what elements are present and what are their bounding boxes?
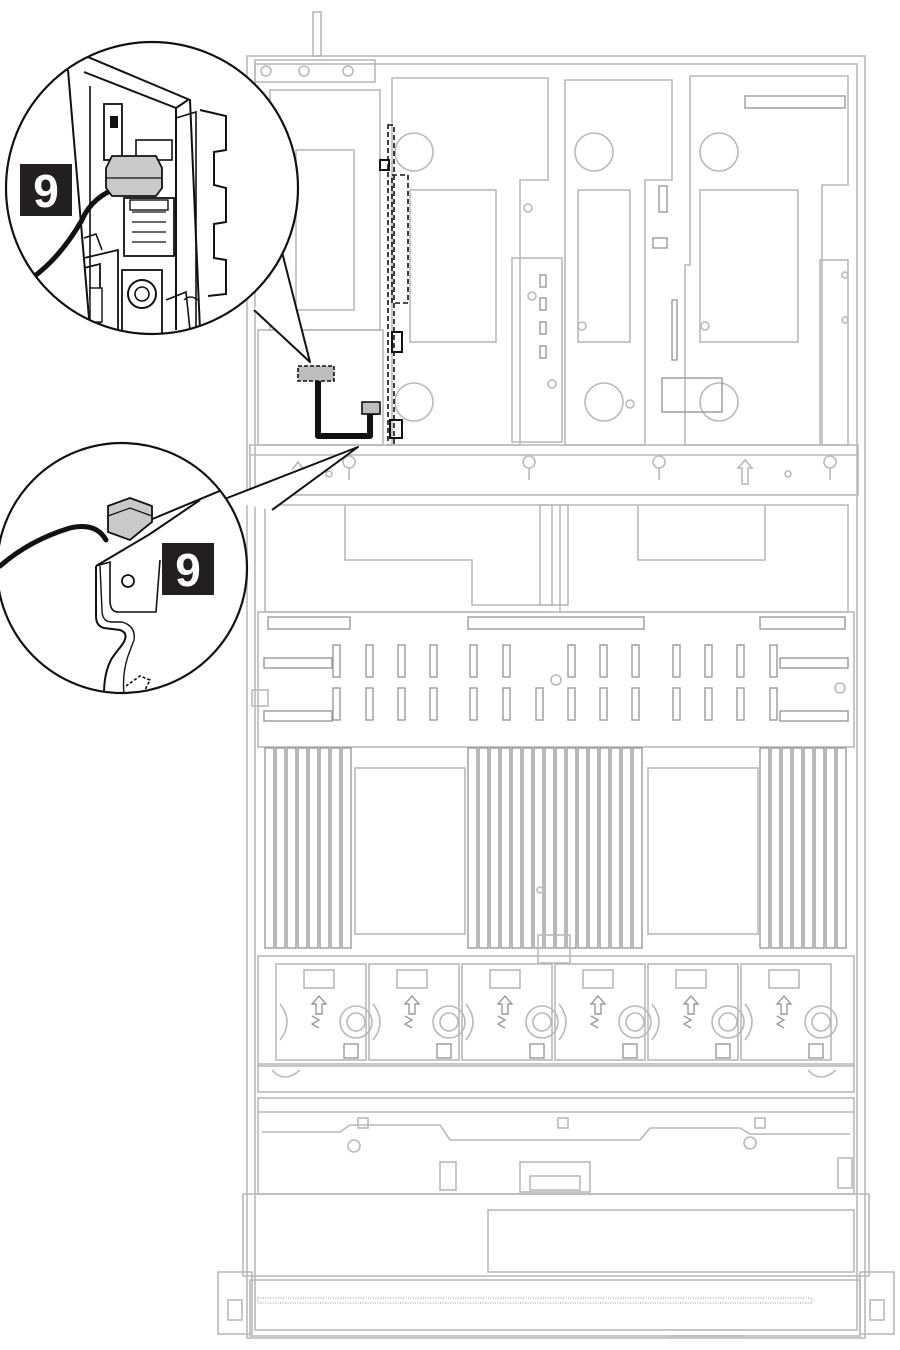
dimm-slot: [781, 747, 792, 949]
dimm-slot: [544, 747, 555, 949]
detail-connector-bottom: [107, 497, 153, 542]
dimm-slot: [836, 747, 847, 949]
dimm-slot: [792, 747, 803, 949]
dimm-slot: [286, 747, 297, 949]
cable-connector-source: [297, 365, 335, 382]
fan-module: [554, 963, 652, 1061]
dimm-slot: [341, 747, 352, 949]
dimm-slot: [566, 747, 577, 949]
fan-modules: [275, 963, 838, 1061]
callout-leaders: [221, 251, 359, 511]
front-drive-bay: [217, 1097, 895, 1337]
riser-crossbar: [249, 444, 859, 496]
cable-route: [297, 365, 381, 439]
riser-1-connectors: [539, 274, 547, 359]
processor-heatsink-area: [264, 504, 849, 613]
dimm-slot: [319, 747, 330, 949]
memory-module-area: [264, 747, 847, 964]
dimm-slot: [275, 747, 286, 949]
step-badge-bottom: 9: [162, 543, 214, 596]
pcie-slots-lower: [332, 687, 778, 721]
dimm-slots-right: [759, 747, 847, 949]
dimm-slot: [803, 747, 814, 949]
fan-module: [461, 963, 559, 1061]
dimm-slot: [759, 747, 770, 949]
detail-callout-bottom: [0, 441, 249, 695]
detail-cable-bottom: [0, 524, 109, 569]
riser-cage-1: [391, 77, 563, 446]
riser-cage-2: [564, 79, 673, 446]
pcie-slot-area: [251, 611, 855, 748]
dimm-slot: [511, 747, 522, 949]
dimm-slot: [588, 747, 599, 949]
server-chassis: [246, 11, 866, 1339]
cable-connector-target: [361, 401, 381, 415]
dimm-slot: [533, 747, 544, 949]
dimm-slot: [478, 747, 489, 949]
dimm-slot: [770, 747, 781, 949]
riser-bracket-dashed: [379, 124, 409, 446]
dimm-slot: [489, 747, 500, 949]
dimm-slots-left: [264, 747, 352, 949]
dimm-slot: [308, 747, 319, 949]
fan-module: [368, 963, 466, 1061]
fan-module: [275, 963, 373, 1061]
step-number-top: 9: [33, 165, 59, 217]
detail-callout-top: [4, 40, 300, 336]
system-fan-cage: [257, 955, 855, 1093]
fan-module: [647, 963, 745, 1061]
dimm-slot: [577, 747, 588, 949]
dimm-slot: [500, 747, 511, 949]
dimm-slot: [467, 747, 478, 949]
detail-cable-top: [6, 183, 125, 295]
dimm-slot: [621, 747, 632, 949]
dimm-slot: [814, 747, 825, 949]
dimm-slot: [297, 747, 308, 949]
dimm-slots-center: [467, 747, 643, 949]
step-badge-top: 9: [20, 164, 72, 217]
dimm-slot: [264, 747, 275, 949]
step-number-bottom: 9: [175, 544, 201, 596]
dimm-slot: [330, 747, 341, 949]
dimm-slot: [522, 747, 533, 949]
detail-connector-top: [105, 155, 163, 197]
riser-cage-3: [661, 75, 849, 446]
dimm-slot: [555, 747, 566, 949]
dimm-slot: [599, 747, 610, 949]
dimm-slot: [610, 747, 621, 949]
dimm-slot: [825, 747, 836, 949]
dimm-slot: [632, 747, 643, 949]
pcie-slots-upper: [332, 644, 778, 678]
fan-module: [740, 963, 838, 1061]
